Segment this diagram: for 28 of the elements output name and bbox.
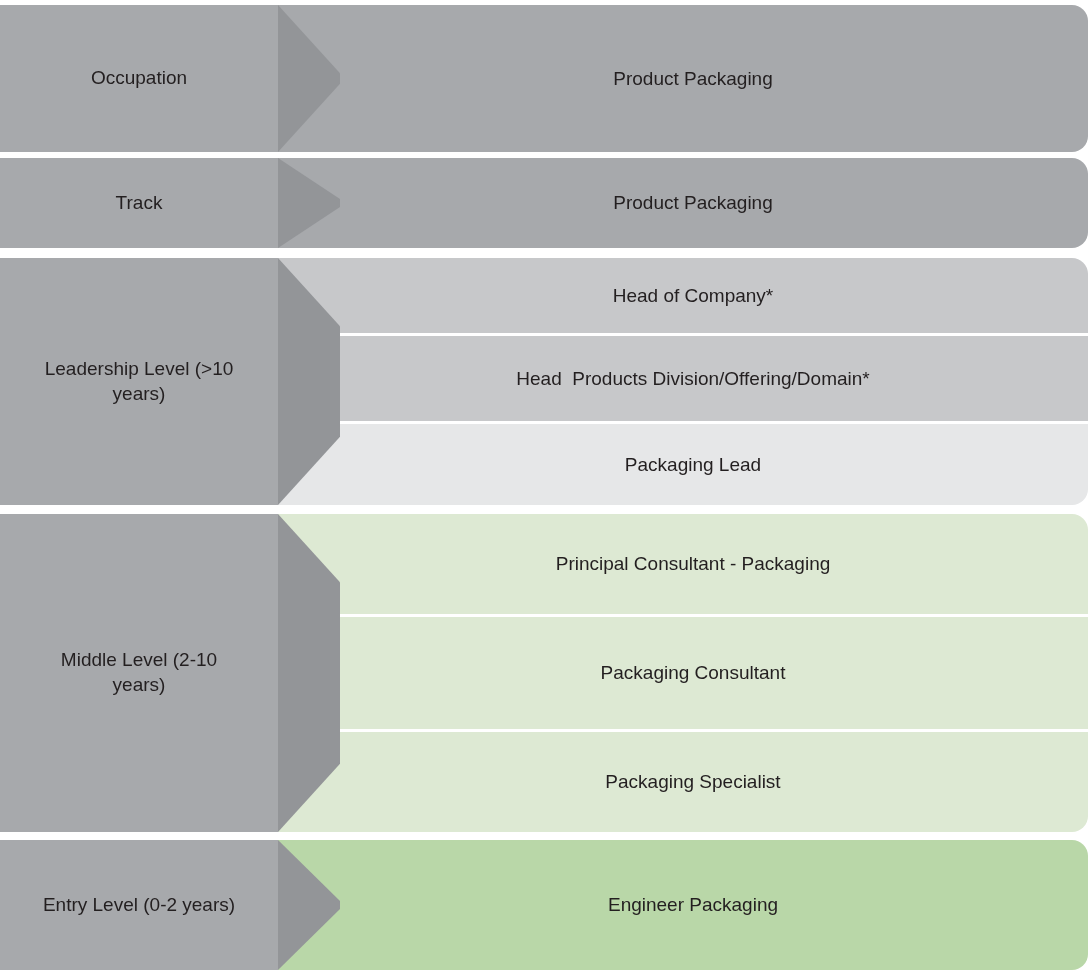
role-band bbox=[340, 336, 1088, 421]
level-label bbox=[0, 5, 340, 152]
level-label bbox=[0, 514, 340, 832]
role-band bbox=[340, 158, 1088, 248]
role-band bbox=[340, 258, 1088, 333]
level-label bbox=[0, 158, 340, 248]
level-label-text: Entry Level (0-2 years) bbox=[41, 892, 237, 917]
role-band bbox=[340, 5, 1088, 152]
role-text: Packaging Lead bbox=[624, 453, 762, 476]
role-band bbox=[340, 424, 1088, 505]
role-text: Engineer Packaging bbox=[607, 894, 779, 916]
role-text: Packaging Specialist bbox=[605, 771, 781, 793]
role-band bbox=[340, 617, 1088, 729]
level-label-text: Track bbox=[114, 190, 164, 215]
role-text: Head of Company* bbox=[612, 284, 774, 307]
role-text: Packaging Consultant bbox=[600, 662, 786, 684]
role-band bbox=[340, 514, 1088, 614]
role-text: Head Products Division/Offering/Domain* bbox=[516, 367, 870, 390]
level-label-text: Occupation bbox=[89, 66, 189, 91]
role-text: Product Packaging bbox=[613, 67, 773, 90]
level-label bbox=[0, 258, 340, 505]
role-text: Principal Consultant - Packaging bbox=[555, 553, 831, 575]
level-label bbox=[0, 840, 340, 970]
role-band bbox=[340, 732, 1088, 832]
role-band bbox=[340, 840, 1088, 970]
level-label-text: Middle Level (2-10 years) bbox=[59, 648, 219, 697]
role-text: Product Packaging bbox=[613, 192, 773, 214]
level-label-text: Leadership Level (>10 years) bbox=[43, 356, 235, 406]
